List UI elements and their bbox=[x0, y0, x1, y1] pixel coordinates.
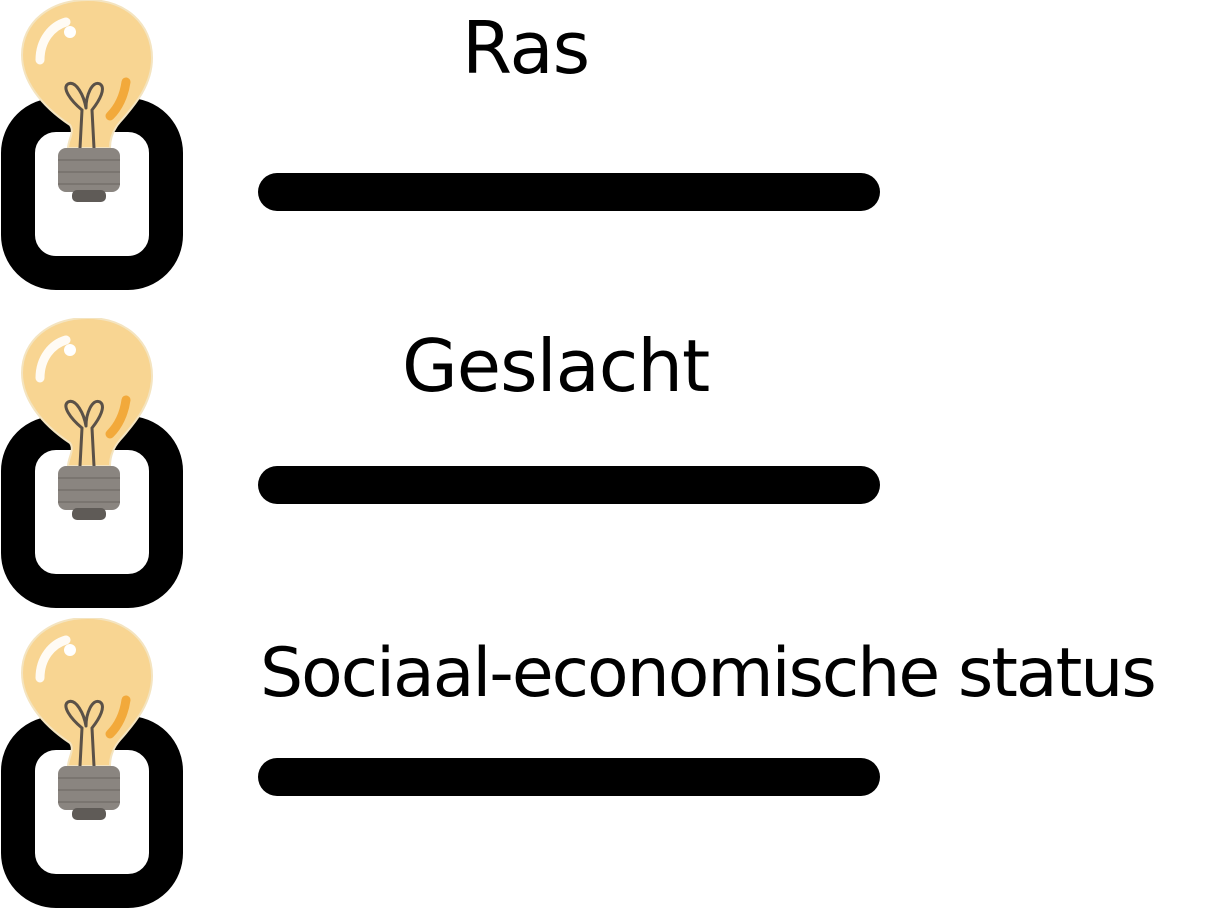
item-label: Ras bbox=[462, 6, 590, 90]
line-bar bbox=[258, 173, 880, 211]
item-label: Sociaal-economische status bbox=[260, 634, 1157, 713]
list-item: Ras bbox=[0, 0, 1232, 300]
lightbulb-checkbox-icon[interactable] bbox=[0, 318, 200, 608]
line-bar bbox=[258, 466, 880, 504]
list-item: Sociaal-economische status bbox=[0, 600, 1232, 864]
line-bar bbox=[258, 758, 880, 796]
lightbulb-checkbox-icon[interactable] bbox=[0, 0, 200, 290]
item-label: Geslacht bbox=[402, 324, 710, 408]
list-item: Geslacht bbox=[0, 300, 1232, 600]
lightbulb-checkbox-icon[interactable] bbox=[0, 618, 200, 908]
